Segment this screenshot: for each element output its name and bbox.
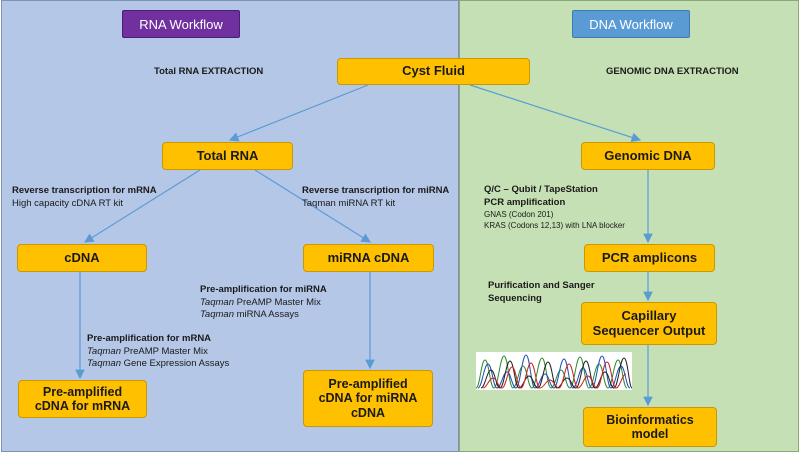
arrow-total-rna-to-cdna — [83, 169, 201, 243]
total-rna-box: Total RNA — [162, 142, 293, 170]
preamp-mirna-line3: cDNA — [350, 405, 386, 420]
preamp-mrna-line1: Pre-amplified — [42, 384, 123, 399]
preamp-mirna-note: Pre-amplification for miRNA Taqman PreAM… — [200, 284, 327, 322]
rt-mirna-title: Reverse transcription for miRNA — [302, 185, 450, 196]
qc-line: Q/C – Qubit / TapeStation — [484, 184, 598, 195]
preamp-mirna-line2: cDNA for miRNA — [318, 391, 418, 406]
total-rna-extraction-label: Total RNA EXTRACTION — [154, 66, 264, 77]
rt-mirna-kit: Taqman miRNA RT kit — [302, 197, 396, 209]
chromatogram-image — [476, 352, 632, 390]
mirna-cdna-box: miRNA cDNA — [303, 244, 434, 272]
bioinfo-line1: Bioinformatics — [606, 412, 694, 427]
bioinfo-line2: model — [631, 427, 669, 441]
rt-mrna-note: Reverse transcription for mRNA High capa… — [12, 185, 157, 210]
purification-line2: Sequencing — [488, 292, 542, 304]
rna-workflow-header: RNA Workflow — [122, 10, 240, 38]
qc-pcr-note: Q/C – Qubit / TapeStation PCR amplificat… — [484, 184, 625, 231]
capillary-sequencer-output-box: Capillary Sequencer Output — [581, 302, 717, 345]
dna-workflow-header: DNA Workflow — [572, 10, 690, 38]
purification-line1: Purification and Sanger — [488, 280, 595, 291]
preamp-mirna-assays: Taqman miRNA Assays — [200, 309, 299, 320]
preamp-cdna-mirna-box: Pre-amplified cDNA for miRNA cDNA — [303, 370, 433, 427]
preamp-mirna-mastermix: Taqman PreAMP Master Mix — [200, 296, 321, 308]
rt-mirna-note: Reverse transcription for miRNA Taqman m… — [302, 185, 449, 210]
arrow-cyst-to-genomic-dna — [469, 84, 642, 142]
preamp-mrna-gene-expression: Taqman Gene Expression Assays — [87, 358, 230, 369]
preamp-mrna-mastermix: Taqman PreAMP Master Mix — [87, 345, 208, 357]
capillary-line2: Sequencer Output — [592, 322, 706, 338]
rt-mrna-title: Reverse transcription for mRNA — [12, 185, 157, 196]
preamp-cdna-mrna-box: Pre-amplified cDNA for mRNA — [18, 380, 147, 418]
preamp-mrna-note: Pre-amplification for mRNA Taqman PreAMP… — [87, 333, 229, 371]
purification-note: Purification and Sanger Sequencing — [488, 280, 595, 305]
pcr-amplification-line: PCR amplification — [484, 196, 566, 208]
rt-mrna-kit: High capacity cDNA RT kit — [12, 197, 124, 209]
preamp-mirna-title: Pre-amplification for miRNA — [200, 284, 327, 295]
cyst-fluid-box: Cyst Fluid — [337, 58, 530, 85]
genomic-dna-box: Genomic DNA — [581, 142, 715, 170]
pcr-amplicons-box: PCR amplicons — [584, 244, 715, 272]
bioinformatics-model-box: Bioinformatics model — [583, 407, 717, 447]
cdna-box: cDNA — [17, 244, 147, 272]
preamp-mrna-line2: cDNA for mRNA — [34, 399, 131, 413]
gnas-line: GNAS (Codon 201) — [484, 210, 554, 219]
kras-line: KRAS (Codons 12,13) with LNA blocker — [484, 221, 625, 230]
arrow-total-rna-to-mirna-cdna — [254, 169, 372, 243]
preamp-mrna-title: Pre-amplification for mRNA — [87, 333, 212, 344]
arrow-cyst-to-total-rna — [228, 84, 369, 142]
capillary-line1: Capillary — [621, 307, 677, 323]
genomic-dna-extraction-label: GENOMIC DNA EXTRACTION — [606, 66, 739, 77]
preamp-mirna-line1: Pre-amplified — [328, 376, 408, 391]
